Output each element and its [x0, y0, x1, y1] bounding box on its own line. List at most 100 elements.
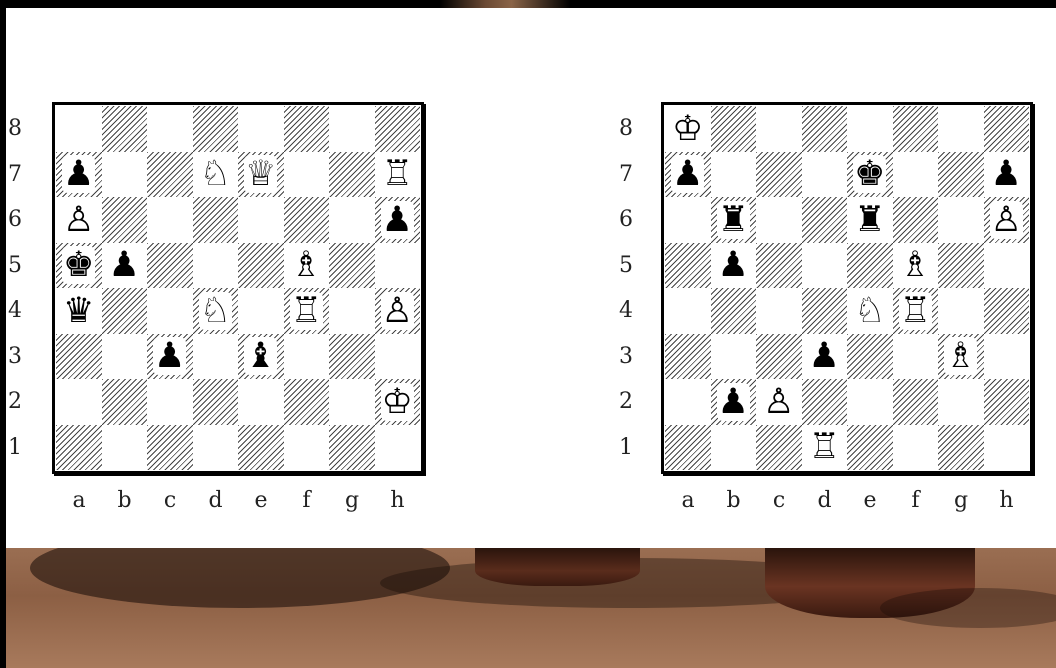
square-g6[interactable]	[938, 197, 984, 243]
square-g4[interactable]	[938, 288, 984, 334]
square-b1[interactable]	[711, 425, 757, 471]
white-pawn-icon[interactable]: ♙	[56, 197, 102, 243]
black-pawn-icon[interactable]: ♟	[147, 334, 193, 380]
white-king-icon[interactable]: ♔	[665, 106, 711, 152]
square-h1[interactable]	[375, 425, 421, 471]
black-pawn-icon[interactable]: ♟	[665, 152, 711, 198]
square-c5[interactable]	[756, 243, 802, 289]
square-e5[interactable]	[238, 243, 284, 289]
square-a2[interactable]	[665, 379, 711, 425]
black-pawn-icon[interactable]: ♟	[56, 152, 102, 198]
square-f1[interactable]	[284, 425, 330, 471]
square-g5[interactable]	[938, 243, 984, 289]
square-h4[interactable]	[984, 288, 1030, 334]
square-g2[interactable]	[329, 379, 375, 425]
square-f6[interactable]	[284, 197, 330, 243]
black-rook-icon[interactable]: ♜	[847, 197, 893, 243]
square-a4[interactable]	[665, 288, 711, 334]
square-h5[interactable]	[375, 243, 421, 289]
square-d8[interactable]	[802, 106, 848, 152]
square-c8[interactable]	[147, 106, 193, 152]
square-b1[interactable]	[102, 425, 148, 471]
square-f8[interactable]	[893, 106, 939, 152]
black-pawn-icon[interactable]: ♟	[375, 197, 421, 243]
square-g4[interactable]	[329, 288, 375, 334]
square-a3[interactable]	[665, 334, 711, 380]
white-rook-icon[interactable]: ♖	[284, 288, 330, 334]
square-e8[interactable]	[847, 106, 893, 152]
square-f2[interactable]	[893, 379, 939, 425]
white-knight-icon[interactable]: ♘	[847, 288, 893, 334]
square-g8[interactable]	[938, 106, 984, 152]
black-pawn-icon[interactable]: ♟	[711, 379, 757, 425]
square-a5[interactable]	[665, 243, 711, 289]
black-pawn-icon[interactable]: ♟	[802, 334, 848, 380]
white-pawn-icon[interactable]: ♙	[756, 379, 802, 425]
white-rook-icon[interactable]: ♖	[893, 288, 939, 334]
square-f7[interactable]	[284, 152, 330, 198]
square-d7[interactable]	[802, 152, 848, 198]
square-e2[interactable]	[847, 379, 893, 425]
square-d8[interactable]	[193, 106, 239, 152]
square-g7[interactable]	[329, 152, 375, 198]
black-pawn-icon[interactable]: ♟	[102, 243, 148, 289]
square-c7[interactable]	[147, 152, 193, 198]
square-c1[interactable]	[756, 425, 802, 471]
square-e5[interactable]	[847, 243, 893, 289]
square-e8[interactable]	[238, 106, 284, 152]
square-g2[interactable]	[938, 379, 984, 425]
square-b3[interactable]	[711, 334, 757, 380]
black-queen-icon[interactable]: ♛	[56, 288, 102, 334]
square-h1[interactable]	[984, 425, 1030, 471]
white-king-icon[interactable]: ♔	[375, 379, 421, 425]
square-a8[interactable]	[56, 106, 102, 152]
square-d3[interactable]	[193, 334, 239, 380]
square-f8[interactable]	[284, 106, 330, 152]
square-g5[interactable]	[329, 243, 375, 289]
square-b3[interactable]	[102, 334, 148, 380]
square-d6[interactable]	[802, 197, 848, 243]
square-a2[interactable]	[56, 379, 102, 425]
square-b7[interactable]	[102, 152, 148, 198]
white-rook-icon[interactable]: ♖	[802, 425, 848, 471]
square-b2[interactable]	[102, 379, 148, 425]
square-b8[interactable]	[711, 106, 757, 152]
white-bishop-icon[interactable]: ♗	[284, 243, 330, 289]
square-d2[interactable]	[193, 379, 239, 425]
square-h3[interactable]	[375, 334, 421, 380]
square-e6[interactable]	[238, 197, 284, 243]
square-h8[interactable]	[375, 106, 421, 152]
square-d2[interactable]	[802, 379, 848, 425]
square-c1[interactable]	[147, 425, 193, 471]
white-knight-icon[interactable]: ♘	[193, 288, 239, 334]
square-h5[interactable]	[984, 243, 1030, 289]
square-d1[interactable]	[193, 425, 239, 471]
square-c5[interactable]	[147, 243, 193, 289]
square-c2[interactable]	[147, 379, 193, 425]
black-rook-icon[interactable]: ♜	[711, 197, 757, 243]
black-bishop-icon[interactable]: ♝	[238, 334, 284, 380]
white-queen-icon[interactable]: ♕	[238, 152, 284, 198]
square-g6[interactable]	[329, 197, 375, 243]
square-g1[interactable]	[329, 425, 375, 471]
square-f6[interactable]	[893, 197, 939, 243]
white-pawn-icon[interactable]: ♙	[984, 197, 1030, 243]
square-e1[interactable]	[847, 425, 893, 471]
square-c8[interactable]	[756, 106, 802, 152]
black-king-icon[interactable]: ♚	[847, 152, 893, 198]
square-b6[interactable]	[102, 197, 148, 243]
square-g8[interactable]	[329, 106, 375, 152]
square-e4[interactable]	[238, 288, 284, 334]
square-g1[interactable]	[938, 425, 984, 471]
square-b4[interactable]	[102, 288, 148, 334]
square-b7[interactable]	[711, 152, 757, 198]
square-f3[interactable]	[893, 334, 939, 380]
square-b4[interactable]	[711, 288, 757, 334]
square-d5[interactable]	[802, 243, 848, 289]
white-bishop-icon[interactable]: ♗	[938, 334, 984, 380]
square-c7[interactable]	[756, 152, 802, 198]
square-g7[interactable]	[938, 152, 984, 198]
square-e3[interactable]	[847, 334, 893, 380]
white-rook-icon[interactable]: ♖	[375, 152, 421, 198]
black-pawn-icon[interactable]: ♟	[984, 152, 1030, 198]
